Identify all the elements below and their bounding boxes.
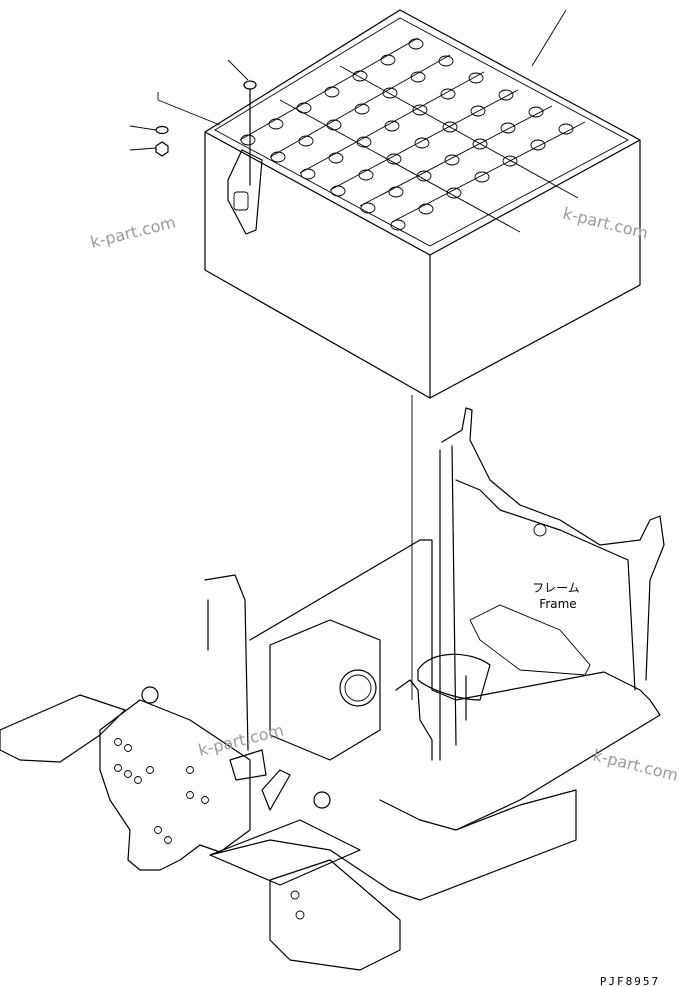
battery-terminal-cap	[558, 123, 574, 135]
battery-box-front-face	[204, 131, 431, 399]
drawing-code: PJF8957	[600, 975, 660, 987]
panel-hole	[134, 776, 142, 784]
battery-terminal-cap	[530, 139, 546, 151]
frame-hole	[533, 523, 547, 537]
battery-terminal-cap	[438, 55, 454, 67]
battery-cell-grid	[239, 37, 586, 233]
floor-access-opening	[417, 653, 491, 701]
battery-terminal-cap	[410, 71, 426, 83]
battery-terminals	[240, 38, 574, 231]
clamp-slot	[233, 191, 249, 211]
panel-hole	[164, 836, 172, 844]
watermark-text: k-part.com	[591, 745, 680, 785]
battery-terminal-cap	[352, 70, 368, 82]
nut	[155, 141, 169, 157]
battery-terminal-cap	[358, 169, 374, 181]
panel-hole	[154, 826, 162, 834]
battery-terminal-cap	[354, 103, 370, 115]
battery-terminal-cap	[270, 151, 286, 163]
battery-terminal-cap	[500, 122, 516, 134]
frame-label-jp: フレーム	[532, 581, 580, 595]
pivot-boss-left	[141, 686, 159, 704]
battery-terminal-cap	[528, 106, 544, 118]
battery-box-rim	[214, 17, 629, 247]
panel-hole	[201, 796, 209, 804]
battery-terminal-cap	[444, 154, 460, 166]
right-vertical-bracket	[395, 679, 433, 761]
panel-hole	[186, 791, 194, 799]
battery-terminal-cap	[360, 202, 376, 214]
battery-terminal-cap	[326, 119, 342, 131]
battery-assembly	[129, 9, 641, 399]
battery-terminal-cap	[324, 86, 340, 98]
battery-terminal-cap	[468, 72, 484, 84]
battery-terminal-cap	[386, 153, 402, 165]
left-foot-plate	[0, 694, 126, 763]
battery-terminal-cap	[384, 120, 400, 132]
battery-terminal-cap	[408, 38, 424, 50]
frame-left-panel	[99, 699, 251, 871]
pedal-lever	[229, 749, 291, 811]
panel-hole	[146, 766, 154, 774]
battery-terminal-cap	[356, 136, 372, 148]
frame-back-panel-inner	[439, 445, 636, 761]
battery-terminal-cap	[470, 105, 486, 117]
watermark-text: k-part.com	[88, 212, 177, 252]
battery-terminal-cap	[440, 88, 456, 100]
washer	[155, 125, 169, 135]
battery-terminal-cap	[380, 54, 396, 66]
base-hole	[290, 890, 300, 900]
battery-terminal-cap	[418, 203, 434, 215]
panel-hole	[186, 766, 194, 774]
watermark-text: k-part.com	[561, 203, 650, 243]
battery-terminal-cap	[240, 134, 256, 146]
frame-base-channel	[209, 789, 577, 901]
battery-terminal-cap	[498, 89, 514, 101]
bolt-head	[243, 80, 257, 90]
panel-hole	[114, 764, 122, 772]
left-panel-holes	[114, 738, 209, 844]
panel-hole	[124, 770, 132, 778]
hold-down-clamp	[227, 149, 263, 235]
battery-terminal-cap	[388, 186, 404, 198]
frame-label-en: Frame	[539, 597, 576, 611]
panel-hole	[124, 744, 132, 752]
frame-center-block	[269, 619, 381, 761]
battery-terminal-cap	[474, 171, 490, 183]
battery-box-side-face	[429, 139, 641, 399]
battery-terminal-cap	[416, 170, 432, 182]
battery-terminal-cap	[472, 138, 488, 150]
base-hole	[295, 910, 305, 920]
battery-terminal-cap	[268, 118, 284, 130]
frame-back-panel	[441, 407, 665, 681]
battery-terminal-cap	[298, 135, 314, 147]
battery-terminal-cap	[390, 219, 406, 231]
battery-terminal-cap	[300, 168, 316, 180]
battery-terminal-cap	[296, 102, 312, 114]
battery-terminal-cap	[446, 187, 462, 199]
floor-cutout	[469, 604, 591, 676]
right-step-plate	[209, 819, 361, 886]
battery-terminal-cap	[328, 152, 344, 164]
battery-terminal-cap	[414, 137, 430, 149]
frame-base-leg	[269, 859, 401, 971]
battery-terminal-cap	[502, 155, 518, 167]
battery-terminal-cap	[330, 185, 346, 197]
battery-terminal-cap	[382, 87, 398, 99]
panel-hole	[114, 738, 122, 746]
frame-assembly	[0, 407, 665, 971]
center-block-port	[339, 669, 377, 707]
center-block-port-inner	[344, 674, 372, 702]
battery-terminal-cap	[412, 104, 428, 116]
battery-terminal-cap	[442, 121, 458, 133]
pivot-boss-right	[313, 791, 331, 809]
leader-lines	[129, 9, 567, 151]
frame-vertical-rib	[204, 574, 249, 751]
